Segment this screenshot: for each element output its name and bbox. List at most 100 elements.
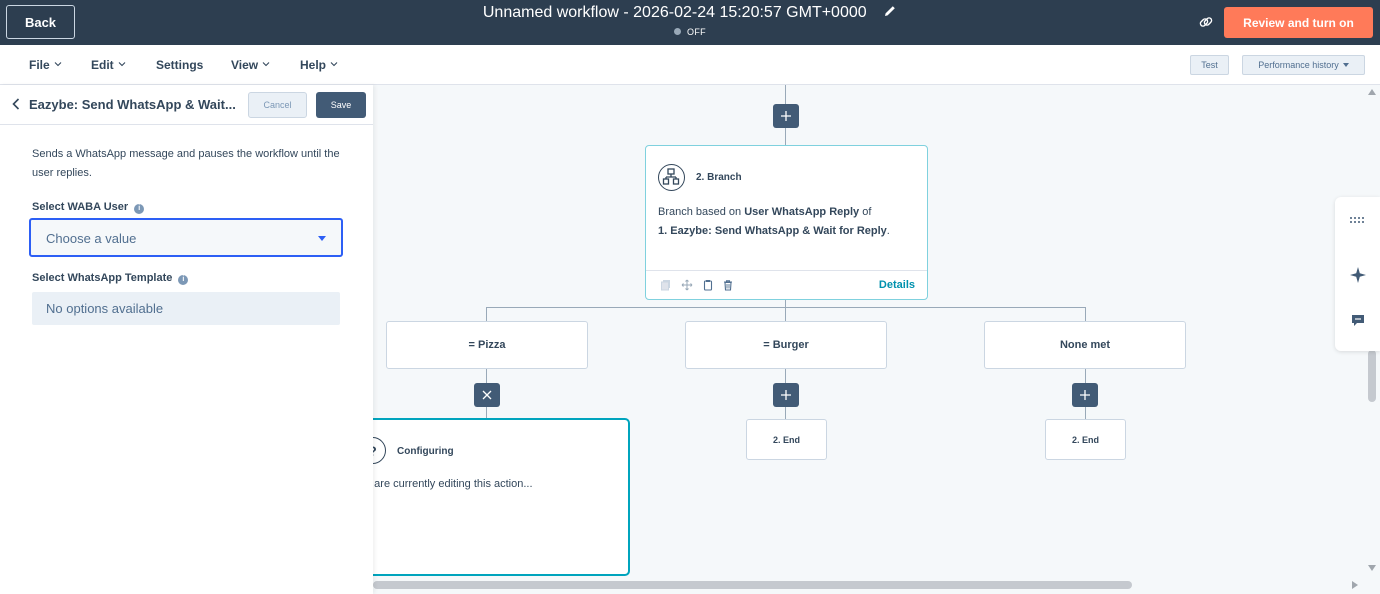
link-icon[interactable] [1198,14,1214,30]
menu-view[interactable]: View [231,58,270,72]
branch-label: 2. Branch [696,172,742,183]
menu-edit[interactable]: Edit [91,58,126,72]
status-text: OFF [687,27,706,37]
vertical-scroll-thumb[interactable] [1368,350,1376,402]
performance-history-button[interactable]: Performance history [1242,55,1365,75]
add-action-button[interactable] [1072,383,1098,407]
chat-icon[interactable] [1348,311,1368,331]
cancel-button[interactable]: Cancel [248,92,307,118]
save-button[interactable]: Save [316,92,366,118]
copy-icon[interactable] [702,279,714,291]
whatsapp-template-select: No options available [32,292,340,325]
workflow-title[interactable]: Unnamed workflow - 2026-02-24 15:20:57 G… [482,4,867,21]
workflow-title-area: Unnamed workflow - 2026-02-24 15:20:57 G… [0,4,1380,22]
connector-line [785,300,786,307]
branch-condition-burger[interactable]: = Burger [685,321,887,369]
connector-line [1085,407,1086,419]
branch-condition-none-met[interactable]: None met [984,321,1186,369]
connector-line [486,307,487,321]
waba-user-label: Select WABA User i [32,201,145,214]
status-dot-icon [674,28,682,35]
panel-header: Eazybe: Send WhatsApp & Wait... Cancel S… [0,85,373,125]
panel-description: Sends a WhatsApp message and pauses the … [32,148,340,179]
waba-user-label-text: Select WABA User [32,201,129,213]
chevron-down-icon [54,62,62,67]
plus-icon [781,111,791,121]
details-link[interactable]: Details [878,279,915,291]
branch-desc-mid: of [859,206,872,218]
menu-file-label: File [29,58,50,72]
plus-icon [781,390,791,400]
waba-user-select-value: Choose a value [46,231,137,246]
end-node-burger[interactable]: 2. End [746,419,827,460]
menu-view-label: View [231,58,259,72]
chevron-down-icon [330,62,338,67]
menu-help-label: Help [300,58,327,72]
menu-settings[interactable]: Settings [156,58,204,72]
chevron-down-icon [262,62,270,67]
menu-file[interactable]: File [29,58,62,72]
performance-history-label: Performance history [1258,60,1339,70]
branch-desc-field: User WhatsApp Reply [744,206,860,218]
clone-icon[interactable] [660,279,672,291]
remove-action-button[interactable] [474,383,500,407]
test-button[interactable]: Test [1190,55,1229,75]
branch-card-footer: Details [646,270,927,300]
connector-line [785,128,786,145]
connector-line [486,307,1086,308]
info-icon[interactable]: i [178,275,189,285]
top-bar: Back Unnamed workflow - 2026-02-24 15:20… [0,0,1380,45]
workflow-status: OFF [0,27,1380,37]
close-icon [482,390,492,400]
configuring-title: Configuring [397,446,454,457]
menu-edit-label: Edit [91,58,114,72]
caret-down-icon [1342,63,1349,67]
panel-title: Eazybe: Send WhatsApp & Wait... [29,97,236,112]
horizontal-scroll-thumb[interactable] [373,581,1132,589]
configuring-text: u are currently editing this action... [373,478,533,490]
chevron-left-icon[interactable] [11,98,21,110]
whatsapp-template-label-text: Select WhatsApp Template [32,272,173,284]
pencil-icon[interactable] [883,4,897,18]
branch-description: Branch based on User WhatsApp Reply of 1.… [658,203,920,241]
scroll-up-arrow-icon[interactable] [1368,89,1376,95]
keypad-icon[interactable] [1348,210,1368,230]
plus-icon [1080,390,1090,400]
configuring-action-card[interactable]: ? Configuring u are currently editing th… [373,418,630,576]
back-button[interactable]: Back [6,5,75,39]
chevron-down-icon [118,62,126,67]
connector-line [785,85,786,104]
review-and-turn-on-button[interactable]: Review and turn on [1224,7,1373,38]
branch-desc-suffix: . [886,225,890,237]
connector-line [785,407,786,419]
move-icon[interactable] [681,279,693,291]
whatsapp-template-select-value: No options available [46,301,164,316]
caret-down-icon [318,236,326,241]
ai-sparkle-icon[interactable] [1348,265,1368,285]
action-config-panel: Eazybe: Send WhatsApp & Wait... Cancel S… [0,85,373,594]
add-action-button[interactable] [773,383,799,407]
connector-line [785,307,786,321]
end-node-none-met[interactable]: 2. End [1045,419,1126,460]
connector-line [1085,369,1086,383]
connector-line [486,407,487,419]
branch-action-card[interactable]: 2. Branch Branch based on User WhatsApp … [645,145,928,300]
canvas-side-toolbar [1335,197,1380,351]
whatsapp-template-label: Select WhatsApp Template i [32,272,189,285]
waba-user-select[interactable]: Choose a value [29,218,343,257]
branch-condition-pizza[interactable]: = Pizza [386,321,588,369]
menu-help[interactable]: Help [300,58,338,72]
branch-icon [658,164,685,191]
question-icon: ? [373,437,386,464]
connector-line [785,369,786,383]
branch-desc-prefix: Branch based on [658,206,745,218]
add-action-button[interactable] [773,104,799,128]
menu-bar: File Edit Settings View Help Test Perfor… [0,45,1380,85]
scroll-down-arrow-icon[interactable] [1368,565,1376,571]
info-icon[interactable]: i [134,204,145,214]
branch-desc-action: 1. Eazybe: Send WhatsApp & Wait for Repl… [658,225,887,237]
delete-icon[interactable] [722,279,734,291]
scroll-right-arrow-icon[interactable] [1352,581,1358,589]
workflow-canvas[interactable]: 2. Branch Branch based on User WhatsApp … [373,85,1380,594]
connector-line [486,369,487,383]
